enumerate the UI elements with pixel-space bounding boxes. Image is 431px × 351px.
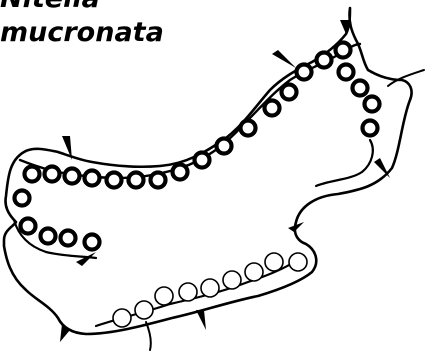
arrowhead-left bbox=[76, 252, 96, 266]
dark-ring bbox=[217, 139, 232, 154]
dark-ring bbox=[317, 53, 332, 68]
dark-ring bbox=[65, 169, 80, 184]
light-ring bbox=[135, 301, 153, 319]
light-ring bbox=[155, 287, 173, 305]
dark-ring bbox=[15, 191, 30, 206]
dark-ring bbox=[45, 167, 60, 182]
dark-ring bbox=[151, 173, 166, 188]
dark-ring bbox=[41, 229, 56, 244]
dark-ring bbox=[195, 153, 210, 168]
dark-ring bbox=[107, 173, 122, 188]
light-ring bbox=[265, 253, 283, 271]
right-inner-rim bbox=[316, 140, 373, 186]
dark-ring bbox=[129, 173, 144, 188]
light-ring bbox=[289, 253, 307, 271]
dark-ring bbox=[363, 121, 378, 136]
dark-ring bbox=[85, 171, 100, 186]
arrowhead-upper-right bbox=[272, 50, 296, 68]
dark-ring bbox=[282, 85, 297, 100]
dark-ring bbox=[61, 231, 76, 246]
arrowhead-bottom-left bbox=[60, 324, 70, 342]
arrowhead-bottom-mid bbox=[196, 310, 206, 330]
light-ring bbox=[223, 271, 241, 289]
dark-ring bbox=[265, 101, 280, 116]
light-ring bbox=[201, 279, 219, 297]
right-filament bbox=[388, 70, 424, 86]
dark-ring bbox=[85, 235, 100, 250]
light-ring bbox=[113, 309, 131, 327]
dark-ring bbox=[297, 65, 312, 80]
lower-filament bbox=[146, 322, 151, 350]
light-ring bbox=[179, 283, 197, 301]
dark-ring bbox=[21, 219, 36, 234]
light-ring bbox=[245, 263, 263, 281]
arrowhead-right bbox=[374, 158, 390, 178]
dark-ring bbox=[353, 81, 368, 96]
dark-ring bbox=[339, 65, 354, 80]
dark-ring bbox=[365, 97, 380, 112]
dark-ring bbox=[173, 165, 188, 180]
dark-ring bbox=[336, 43, 351, 58]
dark-ring bbox=[25, 167, 40, 182]
dark-ring bbox=[241, 121, 256, 136]
